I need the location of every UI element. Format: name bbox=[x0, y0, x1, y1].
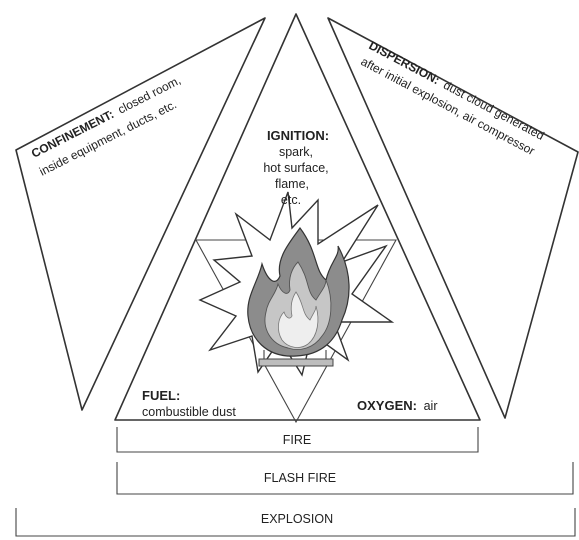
ignition-line-2: hot surface, bbox=[263, 161, 328, 175]
ignition-line-4: etc. bbox=[281, 193, 301, 207]
explosion-bracket-label: EXPLOSION bbox=[261, 512, 333, 526]
flash-fire-bracket bbox=[117, 462, 573, 494]
oxygen-label: OXYGEN: air bbox=[357, 398, 438, 413]
grate-bar bbox=[259, 359, 333, 366]
flash-fire-bracket-label: FLASH FIRE bbox=[264, 471, 336, 485]
ignition-title: IGNITION: bbox=[267, 128, 329, 143]
oxygen-title: OXYGEN: bbox=[357, 398, 417, 413]
fuel-title: FUEL: bbox=[142, 388, 180, 403]
ignition-line-3: flame, bbox=[275, 177, 309, 191]
fuel-desc: combustible dust bbox=[142, 405, 236, 419]
oxygen-desc: air bbox=[424, 399, 438, 413]
fire-bracket-label: FIRE bbox=[283, 433, 311, 447]
ignition-line-1: spark, bbox=[279, 145, 313, 159]
